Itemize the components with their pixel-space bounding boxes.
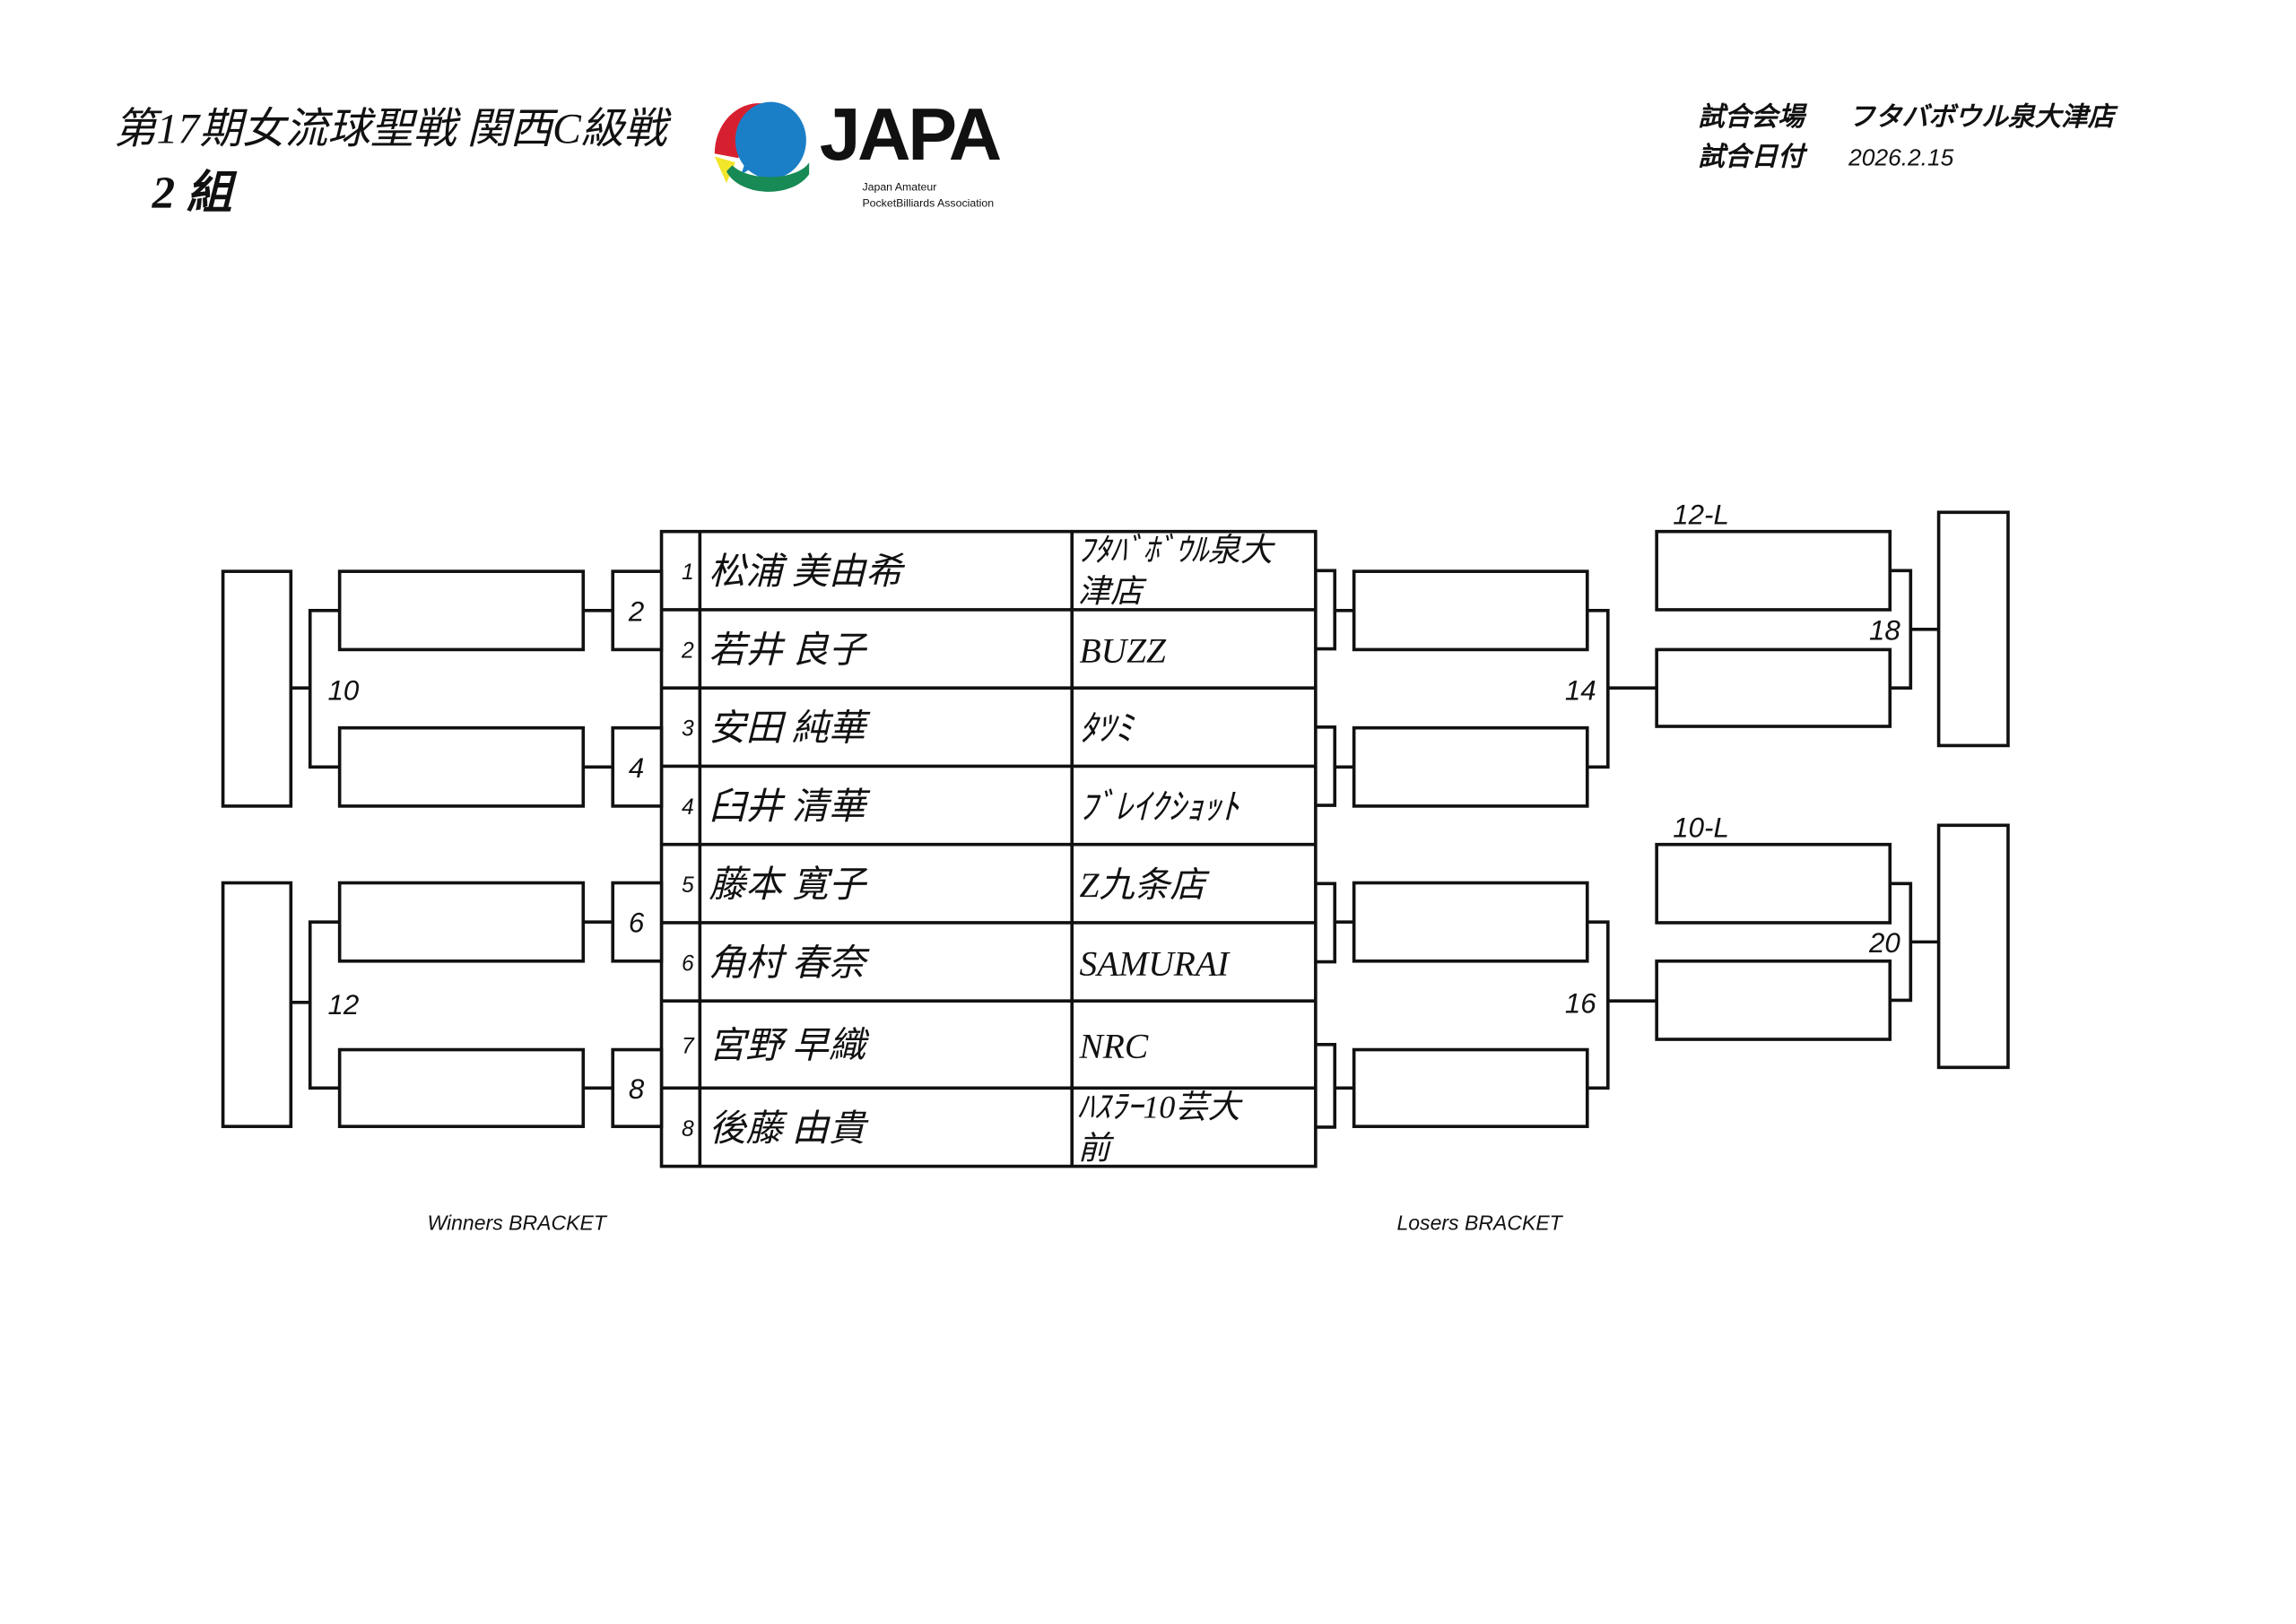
losers-final-label: 18 <box>1869 614 1900 646</box>
player-name: 後藤 由貴 <box>709 1107 869 1149</box>
seed-number: 1 <box>682 560 694 585</box>
player-name: 安田 純華 <box>709 708 871 749</box>
player-name: 松浦 美由希 <box>709 551 905 592</box>
seed-number: 5 <box>682 873 694 898</box>
tournament-title: 第17期女流球聖戦 関西C級戦 <box>114 106 672 153</box>
seed-number: 2 <box>681 638 694 663</box>
winners-match-label: 4 <box>629 752 644 784</box>
player-name: 若井 良子 <box>709 629 868 670</box>
seed-number: 4 <box>682 795 694 820</box>
team-name: SAMURAI <box>1079 943 1231 983</box>
logo-wordmark: JAPA <box>820 93 1001 176</box>
winners-round2-slot <box>337 725 586 808</box>
winners-semi-label: 12 <box>327 989 359 1020</box>
group-label: 2 組 <box>152 168 238 219</box>
team-name-line1: ﾊｽﾗｰ10芸大 <box>1078 1089 1244 1125</box>
losers-round2-slot <box>1655 959 1892 1041</box>
connector-line <box>1315 725 1337 807</box>
player-name: 臼井 清華 <box>709 786 871 827</box>
team-name: ﾀﾂﾐ <box>1079 709 1135 749</box>
connector-line <box>308 920 340 1090</box>
connector-line <box>1587 920 1610 1090</box>
team-name: Z九条店 <box>1079 865 1210 905</box>
losers-dropin-label: 10-L <box>1673 812 1729 843</box>
date-value: 2026.2.15 <box>1848 143 1953 170</box>
winners-match-box <box>611 1047 664 1128</box>
losers-round1-slot <box>1352 1047 1589 1128</box>
player-table <box>659 529 1318 1168</box>
losers-dropin-slot <box>1655 529 1892 612</box>
player-name: 宮野 早織 <box>709 1025 870 1066</box>
winners-round2-slot <box>337 569 586 652</box>
team-name-line1: ﾌﾀﾊﾞﾎﾞｳﾙ泉大 <box>1078 533 1276 569</box>
seed-number: 8 <box>682 1117 694 1142</box>
logo-green-segment <box>726 162 810 192</box>
logo-line1: Japan Amateur <box>862 180 936 193</box>
team-name: ﾌﾞﾚｲｸｼｮｯﾄ <box>1079 787 1239 827</box>
losers-dropin-label: 12-L <box>1673 499 1729 530</box>
winners-final-slot <box>221 569 293 808</box>
connector-line <box>1315 1042 1337 1129</box>
losers-match-label: 16 <box>1565 987 1596 1019</box>
team-name: BUZZ <box>1079 630 1167 670</box>
connector-line <box>1315 881 1337 964</box>
losers-dropin-slot <box>1655 842 1892 925</box>
japa-logo: JAPA Japan Amateur PocketBilliards Assoc… <box>714 93 1004 210</box>
losers-round1-slot <box>1352 569 1589 652</box>
logo-line2: PocketBilliards Association <box>862 197 994 210</box>
winners-bracket-caption: Winners BRACKET <box>427 1211 607 1234</box>
winners-match-box <box>611 569 664 652</box>
player-name: 角村 春奈 <box>709 942 870 983</box>
connector-line <box>1315 569 1337 651</box>
date-label: 試合日付 <box>1698 142 1808 171</box>
winners-final-slot <box>221 881 293 1128</box>
losers-match-label: 14 <box>1565 674 1596 706</box>
losers-round1-slot <box>1352 881 1589 963</box>
logo-yellow-segment <box>714 156 735 184</box>
venue-label: 試合会場 <box>1698 102 1807 132</box>
winners-match-label: 8 <box>629 1073 645 1105</box>
winners-semi-label: 10 <box>327 674 359 706</box>
winners-match-label: 6 <box>629 908 645 939</box>
winners-match-label: 2 <box>628 595 644 627</box>
losers-round1-slot <box>1352 725 1589 808</box>
team-name: NRC <box>1078 1027 1148 1066</box>
winners-round2-slot <box>337 881 586 963</box>
losers-final-slot <box>1936 823 2010 1070</box>
losers-bracket-caption: Losers BRACKET <box>1396 1211 1563 1234</box>
losers-final-label: 20 <box>1868 927 1900 959</box>
logo-blue-ball <box>735 101 806 179</box>
seed-number: 3 <box>682 717 694 742</box>
team-name-line2: 前 <box>1078 1130 1115 1166</box>
winners-round2-slot <box>337 1047 586 1128</box>
losers-final-slot <box>1936 510 2010 748</box>
seed-number: 7 <box>682 1035 695 1059</box>
venue-value: フタバボウル泉大津店 <box>1848 102 2118 132</box>
losers-round2-slot <box>1655 647 1892 728</box>
player-name: 藤本 寛子 <box>709 864 868 905</box>
team-name-line2: 津店 <box>1078 574 1147 610</box>
seed-number: 6 <box>682 951 694 976</box>
